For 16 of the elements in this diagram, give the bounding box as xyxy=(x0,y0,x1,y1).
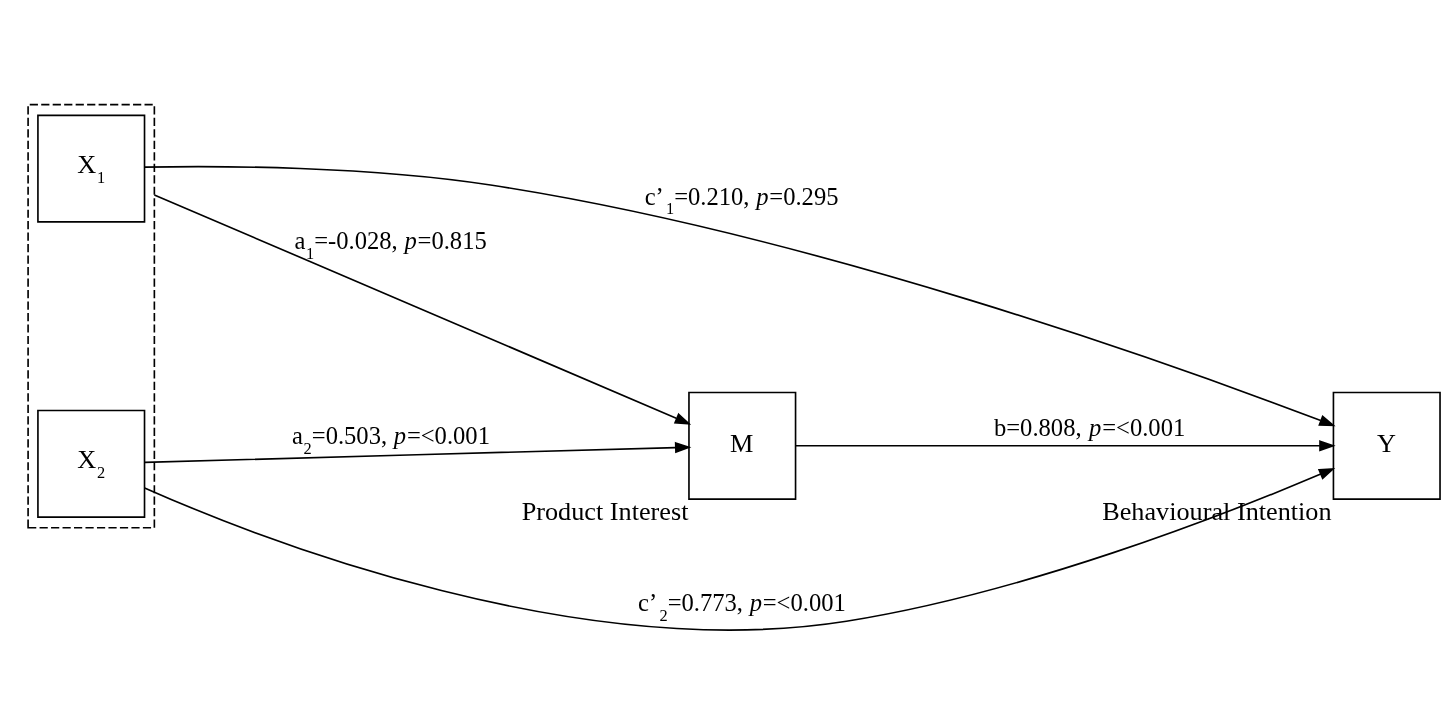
node-label: Behavioural Intention xyxy=(1102,497,1332,527)
edge-label: c’$_{1}$=0.210, p=0.295 xyxy=(644,182,839,219)
arrow xyxy=(143,467,1336,631)
edge-label: a$_{2}$=0.503, p=<0.001 xyxy=(292,422,490,458)
arrow xyxy=(153,194,692,425)
edge-label: a$_{1}$=-0.028, p=0.815 xyxy=(294,226,487,263)
node-box: M xyxy=(688,391,797,500)
node-label: Product Interest xyxy=(521,497,689,527)
node-box: X$_{1}$ xyxy=(37,114,146,223)
edge-label: b=0.808, p=<0.001 xyxy=(993,413,1186,441)
arrow xyxy=(143,165,1336,427)
node-box: Y xyxy=(1332,391,1441,500)
node-box: X$_{2}$ xyxy=(37,409,146,518)
cluster xyxy=(27,103,156,529)
arrow xyxy=(795,440,1336,452)
edge-label: c’$_{2}$=0.773, p=<0.001 xyxy=(638,589,846,625)
